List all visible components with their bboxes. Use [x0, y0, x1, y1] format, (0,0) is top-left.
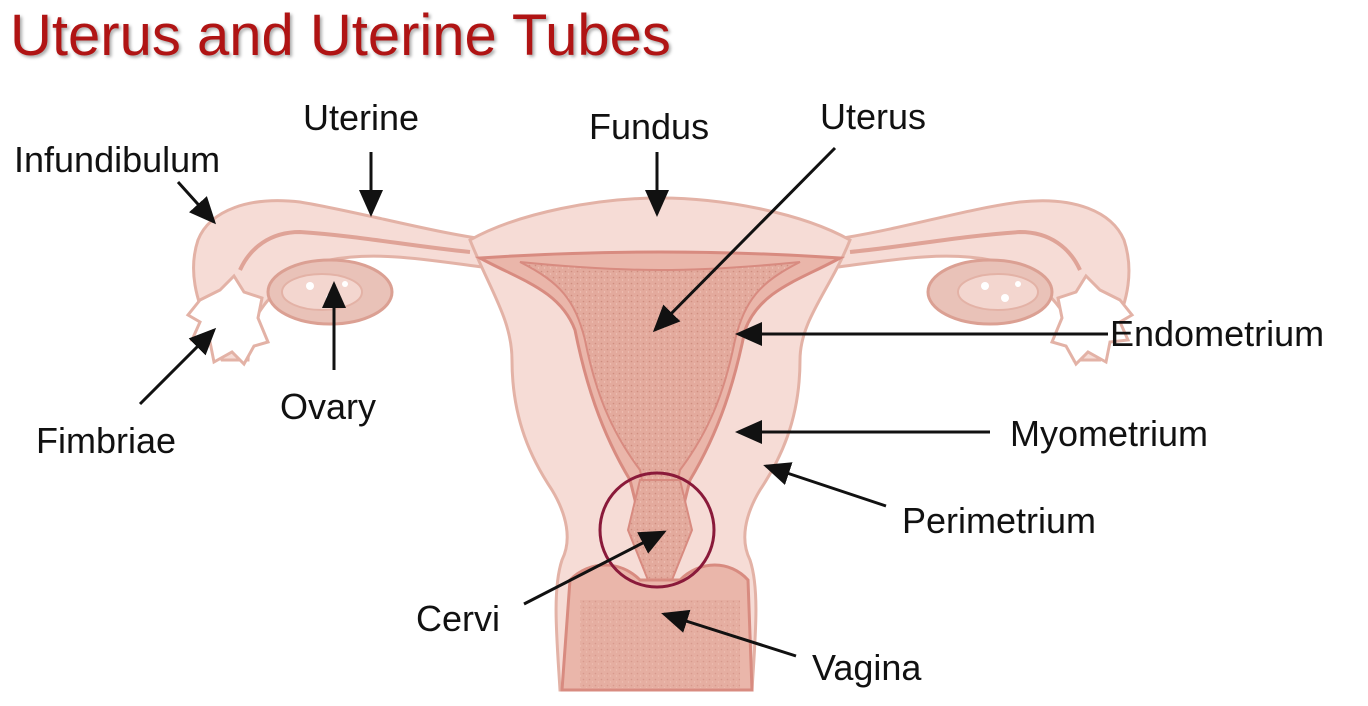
- label-endometrium: Endometrium: [1110, 313, 1324, 354]
- diagram-title: Uterus and Uterine Tubes: [10, 3, 671, 68]
- label-fundus: Fundus: [589, 106, 709, 147]
- label-vagina: Vagina: [812, 647, 922, 688]
- label-perimetrium: Perimetrium: [902, 500, 1096, 541]
- label-myometrium: Myometrium: [1010, 413, 1208, 454]
- infundibulum-arrow: [176, 180, 217, 225]
- right-ovary: [926, 258, 1054, 326]
- vagina-arrow: [661, 609, 797, 658]
- uterus-arrow: [652, 146, 837, 333]
- label-ovary: Ovary: [280, 386, 376, 427]
- cervix-highlight-circle: [598, 471, 716, 589]
- left-ovary: [266, 258, 394, 326]
- label-fimbriae: Fimbriae: [36, 420, 176, 461]
- label-uterine: Uterine: [303, 97, 419, 138]
- fimbriae-arrow: [138, 327, 217, 406]
- cervi-arrow: [523, 530, 667, 606]
- label-infundibulum: Infundibulum: [14, 139, 220, 180]
- leader-lines: [138, 146, 1108, 658]
- uterus-body: [468, 196, 852, 692]
- vagina: [560, 563, 754, 692]
- label-cervi: Cervi: [416, 598, 500, 639]
- right-uterine-tube: [828, 199, 1131, 362]
- label-uterus: Uterus: [820, 96, 926, 137]
- left-uterine-tube: [192, 199, 492, 362]
- right-fimbriae: [1049, 273, 1135, 367]
- perimetrium-arrow: [763, 462, 887, 508]
- labels: Infundibulum Uterine Fundus Uterus Endom…: [14, 96, 1324, 688]
